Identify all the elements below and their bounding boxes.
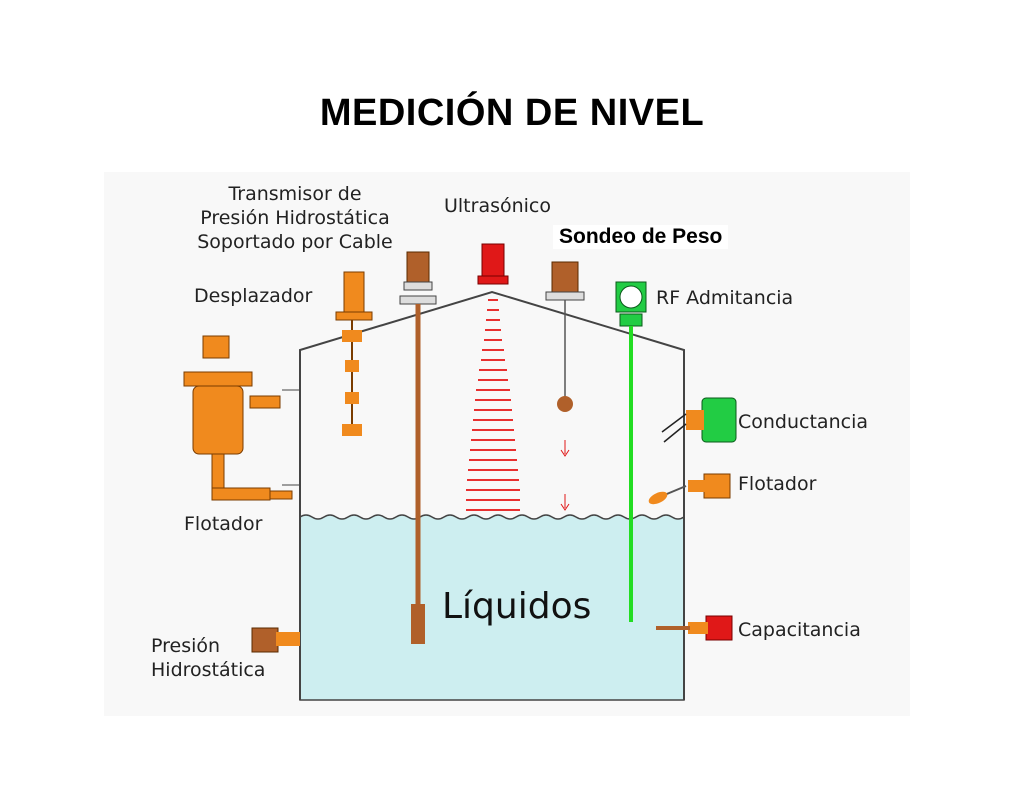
- label-hydrostatic-pressure: Presión Hidrostática: [151, 634, 265, 682]
- page-title: MEDICIÓN DE NIVEL: [319, 92, 705, 134]
- ultrasonic-instrument: [466, 243, 520, 511]
- label-conductance: Conductancia: [738, 411, 868, 433]
- label-rf-admittance: RF Admitancia: [656, 287, 794, 309]
- label-float-right: Flotador: [738, 473, 817, 495]
- conductance-instrument: [661, 397, 737, 443]
- cable-transmitter: [399, 251, 437, 644]
- displacer-chamber: [183, 335, 300, 501]
- weight-probe-instrument: [545, 261, 585, 511]
- label-line: Soportado por Cable: [197, 231, 393, 253]
- label-displacer: Desplazador: [194, 285, 313, 307]
- label-line: Presión: [151, 635, 221, 657]
- label-line: Transmisor de: [228, 183, 362, 205]
- label-cable-transmitter: Transmisor de Presión Hidrostática Sopor…: [178, 182, 412, 254]
- rf-admittance-instrument: [615, 281, 647, 622]
- hydrostatic-pressure-instrument: [251, 627, 300, 653]
- label-line: Hidrostática: [151, 659, 266, 681]
- label-weight-probe: Sondeo de Peso: [553, 225, 729, 249]
- label-float-left: Flotador: [184, 513, 263, 535]
- label-ultrasonic: Ultrasónico: [444, 195, 552, 217]
- label-capacitance: Capacitancia: [738, 619, 861, 641]
- capacitance-instrument: [656, 615, 733, 641]
- float-right-instrument: [648, 473, 731, 505]
- label-line: Presión Hidrostática: [200, 207, 390, 229]
- label-liquids: Líquidos: [442, 586, 592, 627]
- vessel-outline: [299, 290, 685, 700]
- liquid-body: [299, 514, 685, 701]
- displacer-instrument: [335, 271, 373, 436]
